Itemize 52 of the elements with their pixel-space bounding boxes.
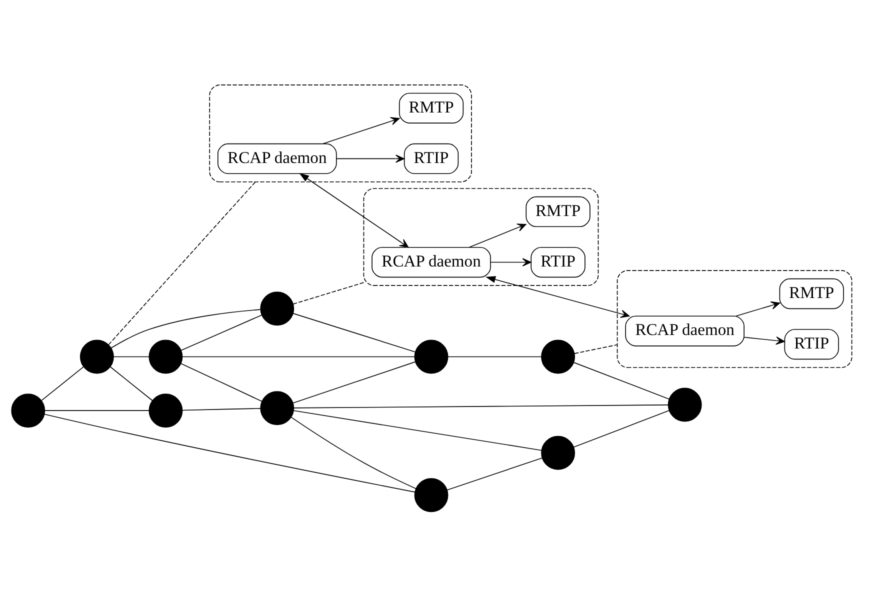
connector: [110, 309, 261, 348]
connector: [448, 356, 542, 358]
connector: [292, 361, 416, 404]
arrow: [322, 117, 400, 144]
node-box: RCAP daemon: [217, 143, 337, 174]
node-box: RTIP: [784, 328, 839, 360]
connector: [180, 363, 262, 402]
node-circle: [668, 388, 702, 422]
connector: [180, 314, 262, 351]
connector: [41, 366, 84, 401]
connector: [293, 410, 542, 451]
connector: [113, 356, 150, 358]
node-box: RTIP: [404, 143, 459, 174]
connector: [110, 366, 153, 401]
cluster: [616, 270, 852, 368]
connector: [573, 362, 670, 400]
connector: [574, 344, 618, 354]
node-circle: [541, 436, 576, 470]
node-circle: [541, 340, 576, 374]
node-circle: [80, 340, 114, 374]
arrow: [299, 173, 409, 248]
arrow: [744, 336, 785, 345]
node-box: RMTP: [526, 196, 590, 228]
node-box: RCAP daemon: [372, 246, 491, 278]
arrow: [336, 154, 405, 163]
connector: [573, 410, 670, 448]
node-box: RMTP: [779, 278, 844, 310]
connector: [182, 356, 415, 358]
connector: [292, 282, 364, 304]
arrow: [490, 258, 532, 266]
cluster: [363, 188, 599, 286]
connector: [182, 408, 261, 411]
node-box: RTIP: [530, 246, 586, 278]
connector: [108, 181, 256, 346]
node-box: RMTP: [398, 92, 464, 124]
node-box: RCAP daemon: [625, 316, 744, 346]
arrow: [735, 301, 780, 317]
node-circle: [11, 394, 46, 428]
connector: [292, 313, 416, 352]
arrow: [468, 224, 526, 248]
node-circle: [148, 394, 183, 428]
connector: [293, 404, 669, 408]
connector: [44, 410, 150, 412]
node-circle: [414, 478, 448, 512]
connector: [44, 414, 416, 492]
node-circle: [414, 340, 448, 374]
node-circle: [148, 340, 183, 374]
connector: [290, 416, 416, 490]
node-circle: [260, 292, 294, 326]
arrow: [486, 276, 630, 318]
connector: [446, 458, 542, 490]
node-circle: [260, 391, 294, 426]
